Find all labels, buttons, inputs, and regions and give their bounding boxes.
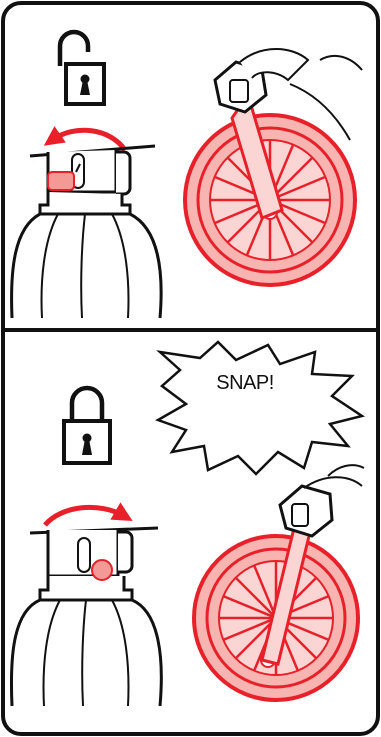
snap-callout-text: SNAP! <box>200 372 290 395</box>
